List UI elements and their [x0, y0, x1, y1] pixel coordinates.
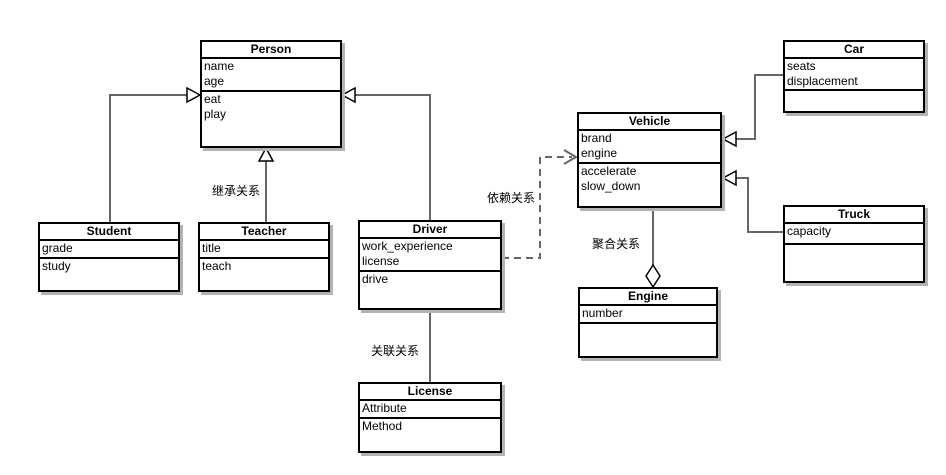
class-title: Teacher [200, 224, 328, 241]
methods-section: study [40, 259, 178, 290]
attribute: name [204, 59, 235, 73]
class-title: Driver [360, 222, 500, 239]
attributes-section: Attribute [360, 401, 500, 419]
class-box-engine[interactable]: Engine number [578, 287, 718, 358]
class-box-teacher[interactable]: Teacher title teach [198, 222, 330, 292]
attributes-section: name age [202, 59, 340, 92]
attributes-section: work_experience license [360, 239, 500, 272]
attribute: engine [581, 146, 618, 160]
aggregation-diamond-icon [645, 263, 661, 289]
method: eat [204, 92, 221, 106]
inheritance-arrow-icon [340, 86, 356, 104]
methods-section [580, 324, 716, 356]
label-inheritance: 继承关系 [212, 184, 261, 198]
attribute: work_experience [362, 239, 453, 253]
class-title: Student [40, 224, 178, 241]
attributes-section: brand engine [579, 131, 720, 164]
attribute: seats [787, 59, 816, 73]
methods-section: drive [360, 272, 500, 308]
methods-section [785, 91, 923, 111]
attributes-section: capacity [785, 224, 923, 245]
method: drive [362, 272, 389, 286]
inheritance-edge-student-person[interactable] [109, 86, 202, 222]
dependency-arrow-icon [563, 149, 578, 165]
class-box-person[interactable]: Person name age eat play [200, 40, 342, 148]
attribute: Attribute [362, 401, 407, 415]
inheritance-edge-car-vehicle[interactable] [721, 74, 783, 148]
methods-section: teach [200, 259, 328, 290]
attribute: title [202, 241, 221, 255]
class-title: Engine [580, 289, 716, 306]
inheritance-arrow-icon [721, 169, 737, 187]
methods-section: Method [360, 419, 500, 451]
methods-section: accelerate slow_down [579, 164, 720, 206]
dependency-edge-driver-vehicle[interactable] [502, 149, 578, 259]
attributes-section: title [200, 241, 328, 259]
class-title: Vehicle [579, 114, 720, 131]
attribute: brand [581, 131, 612, 145]
class-box-license[interactable]: License Attribute Method [358, 382, 502, 453]
class-box-vehicle[interactable]: Vehicle brand engine accelerate slow_dow… [577, 112, 722, 208]
methods-section: eat play [202, 92, 340, 146]
method: teach [202, 259, 232, 273]
method: study [42, 259, 71, 273]
attribute: license [362, 254, 400, 268]
attributes-section: grade [40, 241, 178, 259]
attribute: displacement [787, 74, 858, 88]
inheritance-edge-truck-vehicle[interactable] [721, 169, 783, 233]
class-box-student[interactable]: Student grade study [38, 222, 180, 292]
attribute: age [204, 74, 225, 88]
attributes-section: number [580, 306, 716, 324]
class-title: Car [785, 42, 923, 59]
attribute: grade [42, 241, 73, 255]
method: slow_down [581, 179, 641, 193]
class-box-driver[interactable]: Driver work_experience license drive [358, 220, 502, 310]
method: Method [362, 419, 403, 433]
methods-section [785, 245, 923, 281]
attributes-section: seats displacement [785, 59, 923, 91]
inheritance-arrow-icon [257, 146, 275, 162]
label-aggregation: 聚合关系 [592, 237, 641, 251]
inheritance-arrow-icon [721, 130, 737, 148]
class-box-car[interactable]: Car seats displacement [783, 40, 925, 113]
inheritance-arrow-icon [186, 86, 202, 104]
method: accelerate [581, 164, 637, 178]
attribute: number [582, 306, 623, 320]
label-association: 关联关系 [371, 344, 420, 358]
inheritance-edge-driver-person[interactable] [340, 86, 431, 220]
class-title: Truck [785, 207, 923, 224]
class-box-truck[interactable]: Truck capacity [783, 205, 925, 283]
class-title: Person [202, 42, 340, 59]
aggregation-edge-vehicle-engine[interactable] [645, 208, 661, 289]
class-title: License [360, 384, 500, 401]
inheritance-edge-teacher-person[interactable] [257, 146, 275, 222]
label-dependency: 依赖关系 [487, 191, 536, 205]
method: play [204, 107, 227, 121]
attribute: capacity [787, 224, 832, 238]
